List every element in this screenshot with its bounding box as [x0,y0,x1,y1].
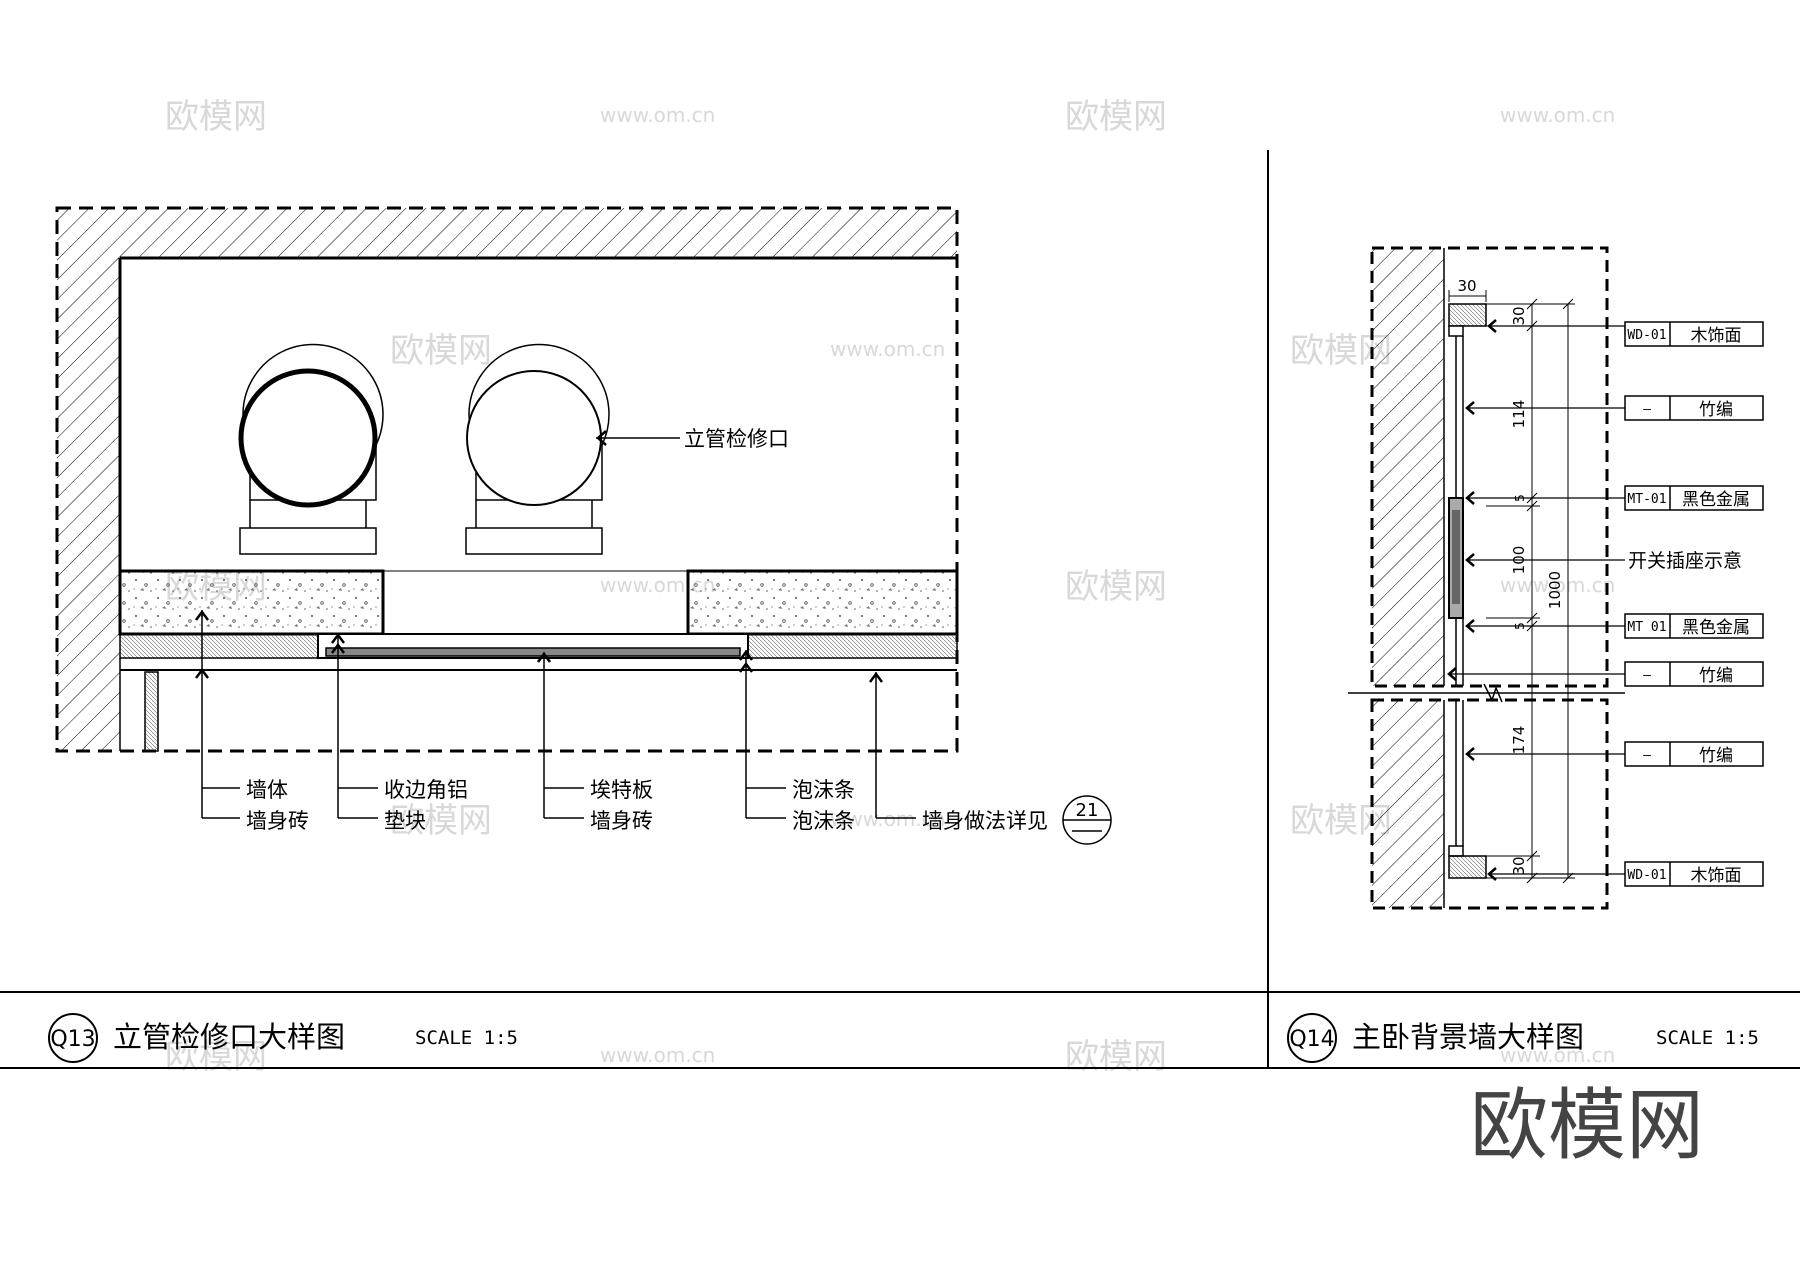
label-wall-method: 墙身做法详见 [922,809,1048,833]
tag-code: MT-01 [1627,492,1666,507]
material-tag: — 竹编 [1624,395,1764,421]
watermark-brand: 欧模网 [390,331,492,371]
tag-name: 竹编 [1699,746,1733,766]
wood-trim [1448,303,1487,327]
watermark-brand: 欧模网 [165,97,267,137]
label-edge-aluminum: 收边角铝 [384,778,468,802]
dim-top-width: 30 [1457,277,1476,295]
detail-scale: SCALE 1:5 [415,1027,518,1049]
watermark-url: www.om.cn [1500,573,1615,597]
label-wall-tile: 墙身砖 [246,809,309,833]
riser-pipe [465,343,610,555]
q13-left-wall [57,258,120,751]
dim-value: 30 [1510,306,1528,325]
q14-wall-lower [1372,700,1444,908]
brand-logo: 欧模网 [1470,1081,1704,1171]
label-wall-body: 墙体 [246,778,288,802]
watermark-url: www.om.cn [600,1043,715,1067]
material-tag: WD-01 木饰面 [1624,321,1764,347]
tag-code: WD-01 [1627,328,1666,343]
dim-value: 114 [1510,400,1528,429]
dim-overall: 1000 [1546,571,1564,609]
q14-title-block: Q14 主卧背景墙大样图 SCALE 1:5 [1287,1013,1759,1063]
q13-leaders [201,610,916,819]
watermark-brand: 欧模网 [390,801,492,841]
q14-leaders [1448,325,1626,875]
watermark-url: www.om.cn [1500,103,1615,127]
watermark-url: www.om.cn [830,337,945,361]
switch-socket-note: 开关插座示意 [1628,550,1742,572]
callout-access-panel: 立管检修口 [684,427,789,451]
reference-symbol: 21 [1062,795,1112,845]
q13-title-block: Q13 立管检修口大样图 SCALE 1:5 [48,1013,518,1063]
watermark-url: www.om.cn [1500,1043,1615,1067]
tag-code: WD-01 [1627,868,1666,883]
q13-wall-block-left [118,569,385,636]
reference-number: 21 [1076,800,1099,821]
tag-code: — [1643,748,1651,763]
watermark-url: www.om.cn [830,807,945,831]
detail-title: 立管检修口大样图 [113,1020,345,1054]
material-tag: — 竹编 [1624,661,1764,687]
label-foam-strip: 泡沫条 [792,809,855,833]
watermark-brand: 欧模网 [1065,97,1167,137]
detail-scale: SCALE 1:5 [1656,1027,1759,1049]
label-foam-strip: 泡沫条 [792,778,855,802]
title-tag: Q14 [1289,1027,1334,1052]
tag-name: 竹编 [1699,400,1733,420]
tag-name: 木饰面 [1691,866,1742,886]
dim-value: 30 [1510,856,1528,875]
label-wall-tile: 墙身砖 [590,809,653,833]
detail-title: 主卧背景墙大样图 [1352,1020,1584,1054]
title-tag: Q13 [50,1027,95,1052]
tag-name: 黑色金属 [1682,490,1750,510]
title-tag-circle [48,1013,98,1063]
wood-trim [1448,855,1487,879]
watermark-brand: 欧模网 [165,1037,267,1077]
riser-pipe [238,343,384,555]
material-tag: — 竹编 [1624,741,1764,767]
label-eter-board: 埃特板 [590,778,653,802]
material-tag: MT-01 黑色金属 [1624,485,1764,511]
material-tag: MT 01 黑色金属 [1624,613,1764,639]
detail-q14: 30 30 114 5 100 5 1000 174 30 [1348,246,1764,910]
watermark-brand: 欧模网 [1065,1037,1167,1077]
tag-name: 黑色金属 [1682,618,1750,638]
tag-code: MT 01 [1627,620,1666,635]
tag-code: — [1643,402,1651,417]
watermark-url: www.om.cn [600,103,715,127]
dim-value: 174 [1510,726,1528,755]
material-tag: WD-01 木饰面 [1624,861,1764,887]
watermark-brand: 欧模网 [1065,567,1167,607]
label-pad-block: 垫块 [384,809,426,833]
q13-top-wall [57,208,957,258]
detail-q13: 立管检修口 墙体 墙身 [55,206,1112,845]
tag-name: 木饰面 [1691,326,1742,346]
q13-wall-block-right [686,569,959,636]
title-tag-circle [1287,1013,1337,1063]
q14-wall-upper [1372,248,1444,686]
eter-board [325,647,741,657]
tag-name: 竹编 [1699,666,1733,686]
tag-code: — [1643,668,1651,683]
